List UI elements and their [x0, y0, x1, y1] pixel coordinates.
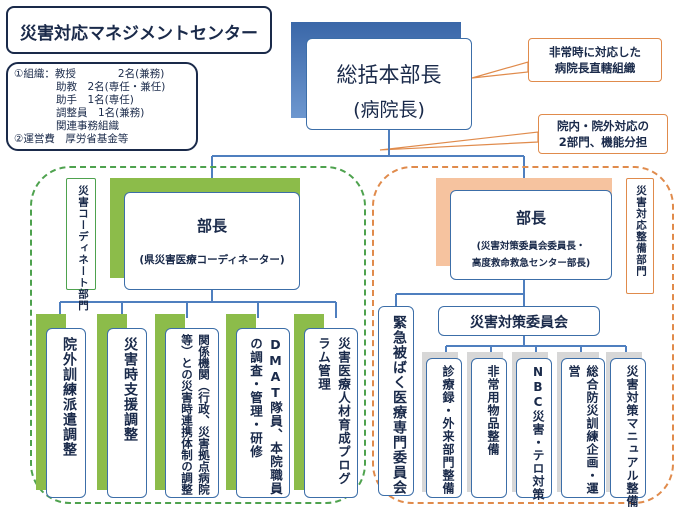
- unit-disaster-manual: 災害対策マニュアル整備: [610, 358, 646, 508]
- unit-dmat-staff-management: DMAT隊員、本院職員の調査・管理・研修: [236, 328, 290, 498]
- unit-nbc-terror: NBC災害・テロ対策: [516, 358, 552, 501]
- info-line: 調整員 1名(兼務): [14, 107, 145, 119]
- callout-line: 非常時に対応した: [549, 45, 641, 59]
- unit-agency-liaison: 関係機関（行政、災害拠点病院等）との災害時連携体制の調整: [165, 328, 219, 498]
- unit-personnel-training-program: 災害医療人材育成プログラム管理: [304, 328, 358, 498]
- preparedness-head-subtitle: 高度救命救急センター部長): [471, 258, 591, 269]
- coordination-head-box: 部長 (県災害医療コーディネーター): [124, 192, 300, 290]
- callout-line: 院内・院外対応の: [557, 119, 649, 133]
- top-director-title: 総括本部長: [336, 63, 442, 87]
- coordination-head-title: 部長: [196, 217, 227, 235]
- unit-records-outpatient: 診療録・外来部門整備: [426, 358, 462, 498]
- info-line: ②運営費 厚労省基金等: [14, 133, 129, 145]
- radiation-emergency-committee: 緊急被ばく医療専門委員会: [378, 306, 414, 496]
- unit-disaster-drills: 総合防災訓練企画・運営: [561, 358, 605, 498]
- unit-external-training-dispatch: 院外訓練派遣調整: [46, 328, 86, 498]
- callout-direct-organization: 非常時に対応した 病院長直轄組織: [528, 38, 662, 82]
- preparedness-group-outline: [372, 166, 674, 504]
- callout-line: 病院長直轄組織: [554, 61, 636, 75]
- unit-emergency-supplies: 非常用物品整備: [471, 358, 507, 498]
- preparedness-head-box: 部長 (災害対策委員会委員長・ 高度救命救急センター部長): [450, 190, 612, 280]
- info-line: ①組織：教授 2名(兼務): [14, 68, 165, 80]
- coordination-head-subtitle: (県災害医療コーディネーター): [139, 254, 285, 266]
- coordination-group-outline: [30, 166, 366, 504]
- callout-two-departments: 院内・院外対応の 2部門、機能分担: [538, 114, 668, 154]
- top-director-box: 総括本部長 (病院長): [306, 38, 472, 130]
- disaster-committee-box: 災害対策委員会: [438, 306, 600, 336]
- callout-line: 2部門、機能分担: [558, 135, 648, 149]
- preparedness-head-subtitle: (災害対策委員会委員長・: [476, 241, 586, 252]
- info-line: 関連事務組織: [14, 120, 119, 132]
- center-title: 災害対応マネジメントセンター: [6, 6, 272, 54]
- organization-info: ①組織：教授 2名(兼務) 助教 2名(専任・兼任) 助手 1名(専任) 調整員…: [6, 62, 198, 151]
- coordination-department-label: 災害コーディネート部門: [66, 178, 96, 312]
- info-line: 助教 2名(専任・兼任): [14, 81, 166, 93]
- preparedness-head-title: 部長: [515, 209, 546, 227]
- top-director-subtitle: (病院長): [353, 99, 425, 121]
- preparedness-department-label: 災害対応整備部門: [626, 178, 654, 294]
- info-line: 助手 1名(専任): [14, 94, 134, 106]
- unit-disaster-support-coordination: 災害時支援調整: [107, 328, 147, 498]
